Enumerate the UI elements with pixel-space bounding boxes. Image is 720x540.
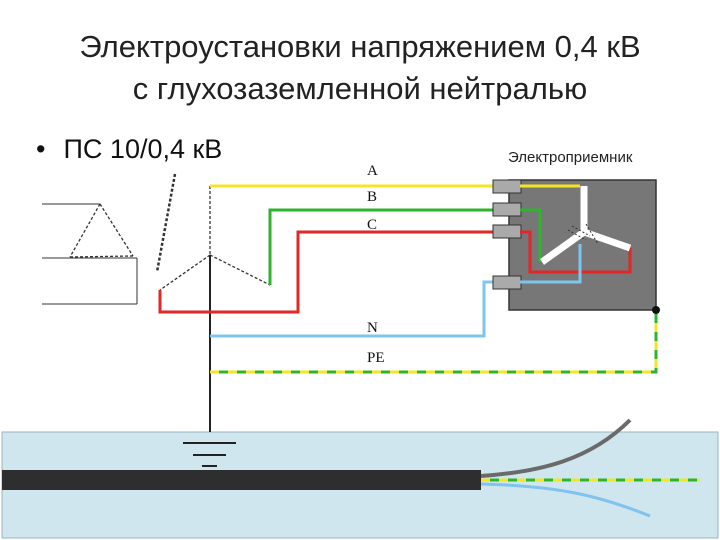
- label-phase-a: A: [367, 163, 378, 179]
- transformer-core: [155, 173, 177, 273]
- bullet-text: ПС 10/0,4 кВ: [63, 134, 223, 164]
- receiver-terminals: [492, 179, 522, 290]
- title-line-1: Электроустановки напряжением 0,4 кВ: [79, 29, 641, 64]
- bullet-item: • ПС 10/0,4 кВ: [36, 134, 222, 165]
- label-phase-b: B: [367, 189, 377, 205]
- neutral-inside: [520, 244, 582, 284]
- bullet-marker: •: [36, 134, 46, 164]
- underground-cable: [2, 470, 481, 490]
- cable-blue-core: [480, 482, 651, 518]
- ground-symbol: [183, 442, 236, 467]
- receiver-ground-point: [652, 306, 660, 314]
- label-neutral: N: [367, 320, 378, 336]
- cable-gray-core: [480, 418, 632, 478]
- pe-line-dash: [210, 310, 658, 374]
- phase-b-inside: [520, 208, 542, 262]
- label-phase-c: C: [367, 217, 377, 233]
- primary-delta-winding: [69, 203, 134, 258]
- phase-c-inside: [520, 230, 632, 274]
- page-title: Электроустановки напряжением 0,4 кВ с гл…: [0, 26, 720, 110]
- supply-lines: [42, 203, 138, 305]
- pe-line-base: [210, 310, 658, 374]
- receiver-star: [539, 186, 632, 265]
- phase-b-line: [268, 208, 542, 285]
- label-pe: PE: [367, 350, 385, 366]
- title-line-2: с глухозаземленной нейтралью: [132, 71, 588, 106]
- receiver-star-coil: [567, 223, 599, 245]
- secondary-star-winding: [159, 186, 271, 291]
- receiver-label: Электроприемник: [508, 149, 633, 166]
